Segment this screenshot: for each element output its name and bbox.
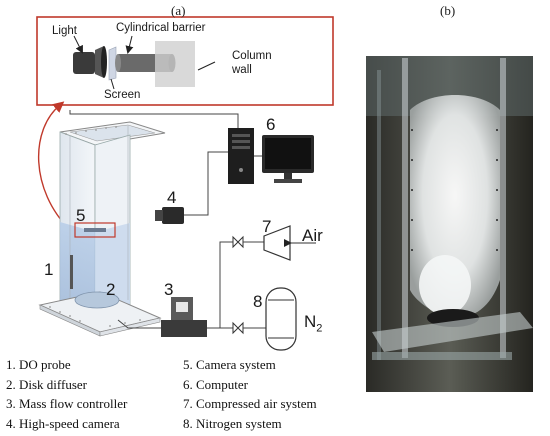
column-wall-label-1: Column (232, 50, 272, 62)
high-speed-camera-icon (155, 207, 184, 224)
panel-tag-b: (b) (440, 3, 456, 18)
do-probe (70, 255, 73, 289)
light-label: Light (52, 25, 77, 37)
column-wall-label-2: wall (232, 64, 252, 76)
legend-column-2: 5. Camera system 6. Computer 7. Compress… (183, 355, 317, 433)
legend-item: 2. Disk diffuser (6, 376, 88, 392)
monitor-icon (262, 135, 314, 183)
component-number-2: 2 (106, 280, 116, 299)
air-label: Air (302, 226, 323, 245)
disk-diffuser (74, 291, 120, 309)
component-number-6: 6 (266, 115, 276, 134)
experiment-photo (366, 56, 533, 392)
legend-item: 4. High-speed camera (6, 415, 120, 431)
light-source-icon (73, 46, 107, 78)
camera-window-box (74, 222, 116, 238)
air-valve-icon (232, 235, 244, 249)
legend-item: 1. DO probe (6, 357, 71, 372)
nitrogen-valve-icon (232, 321, 244, 335)
component-number-4: 4 (167, 188, 177, 207)
component-number-3: 3 (164, 280, 174, 299)
legend-item: 7. Compressed air system (183, 396, 317, 412)
mass-flow-controller-icon (161, 297, 207, 337)
computer-tower-icon (228, 128, 254, 184)
column-wall-icon (155, 41, 195, 87)
bubble-column (38, 121, 166, 337)
legend-item: 5. Camera system (183, 357, 276, 372)
legend-item: 3. Mass flow controller (6, 396, 128, 412)
screen-label: Screen (104, 89, 141, 101)
component-number-7: 7 (262, 217, 272, 236)
component-number-8: 8 (253, 292, 263, 311)
cylindrical-barrier-label: Cylindrical barrier (116, 22, 206, 34)
legend-column-1: 1. DO probe 2. Disk diffuser 3. Mass flo… (6, 355, 127, 433)
component-number-1: 1 (44, 260, 54, 279)
panel-tag-a: (a) (171, 3, 186, 18)
nitrogen-cylinder-icon (265, 287, 297, 351)
nitrogen-label: N2 (304, 312, 323, 335)
screen-icon (108, 46, 117, 81)
compressor-icon (263, 225, 291, 261)
zoom-arrow (37, 101, 71, 231)
legend-item: 6. Computer (183, 376, 248, 392)
component-number-5: 5 (76, 206, 86, 225)
legend-item: 8. Nitrogen system (183, 415, 282, 431)
